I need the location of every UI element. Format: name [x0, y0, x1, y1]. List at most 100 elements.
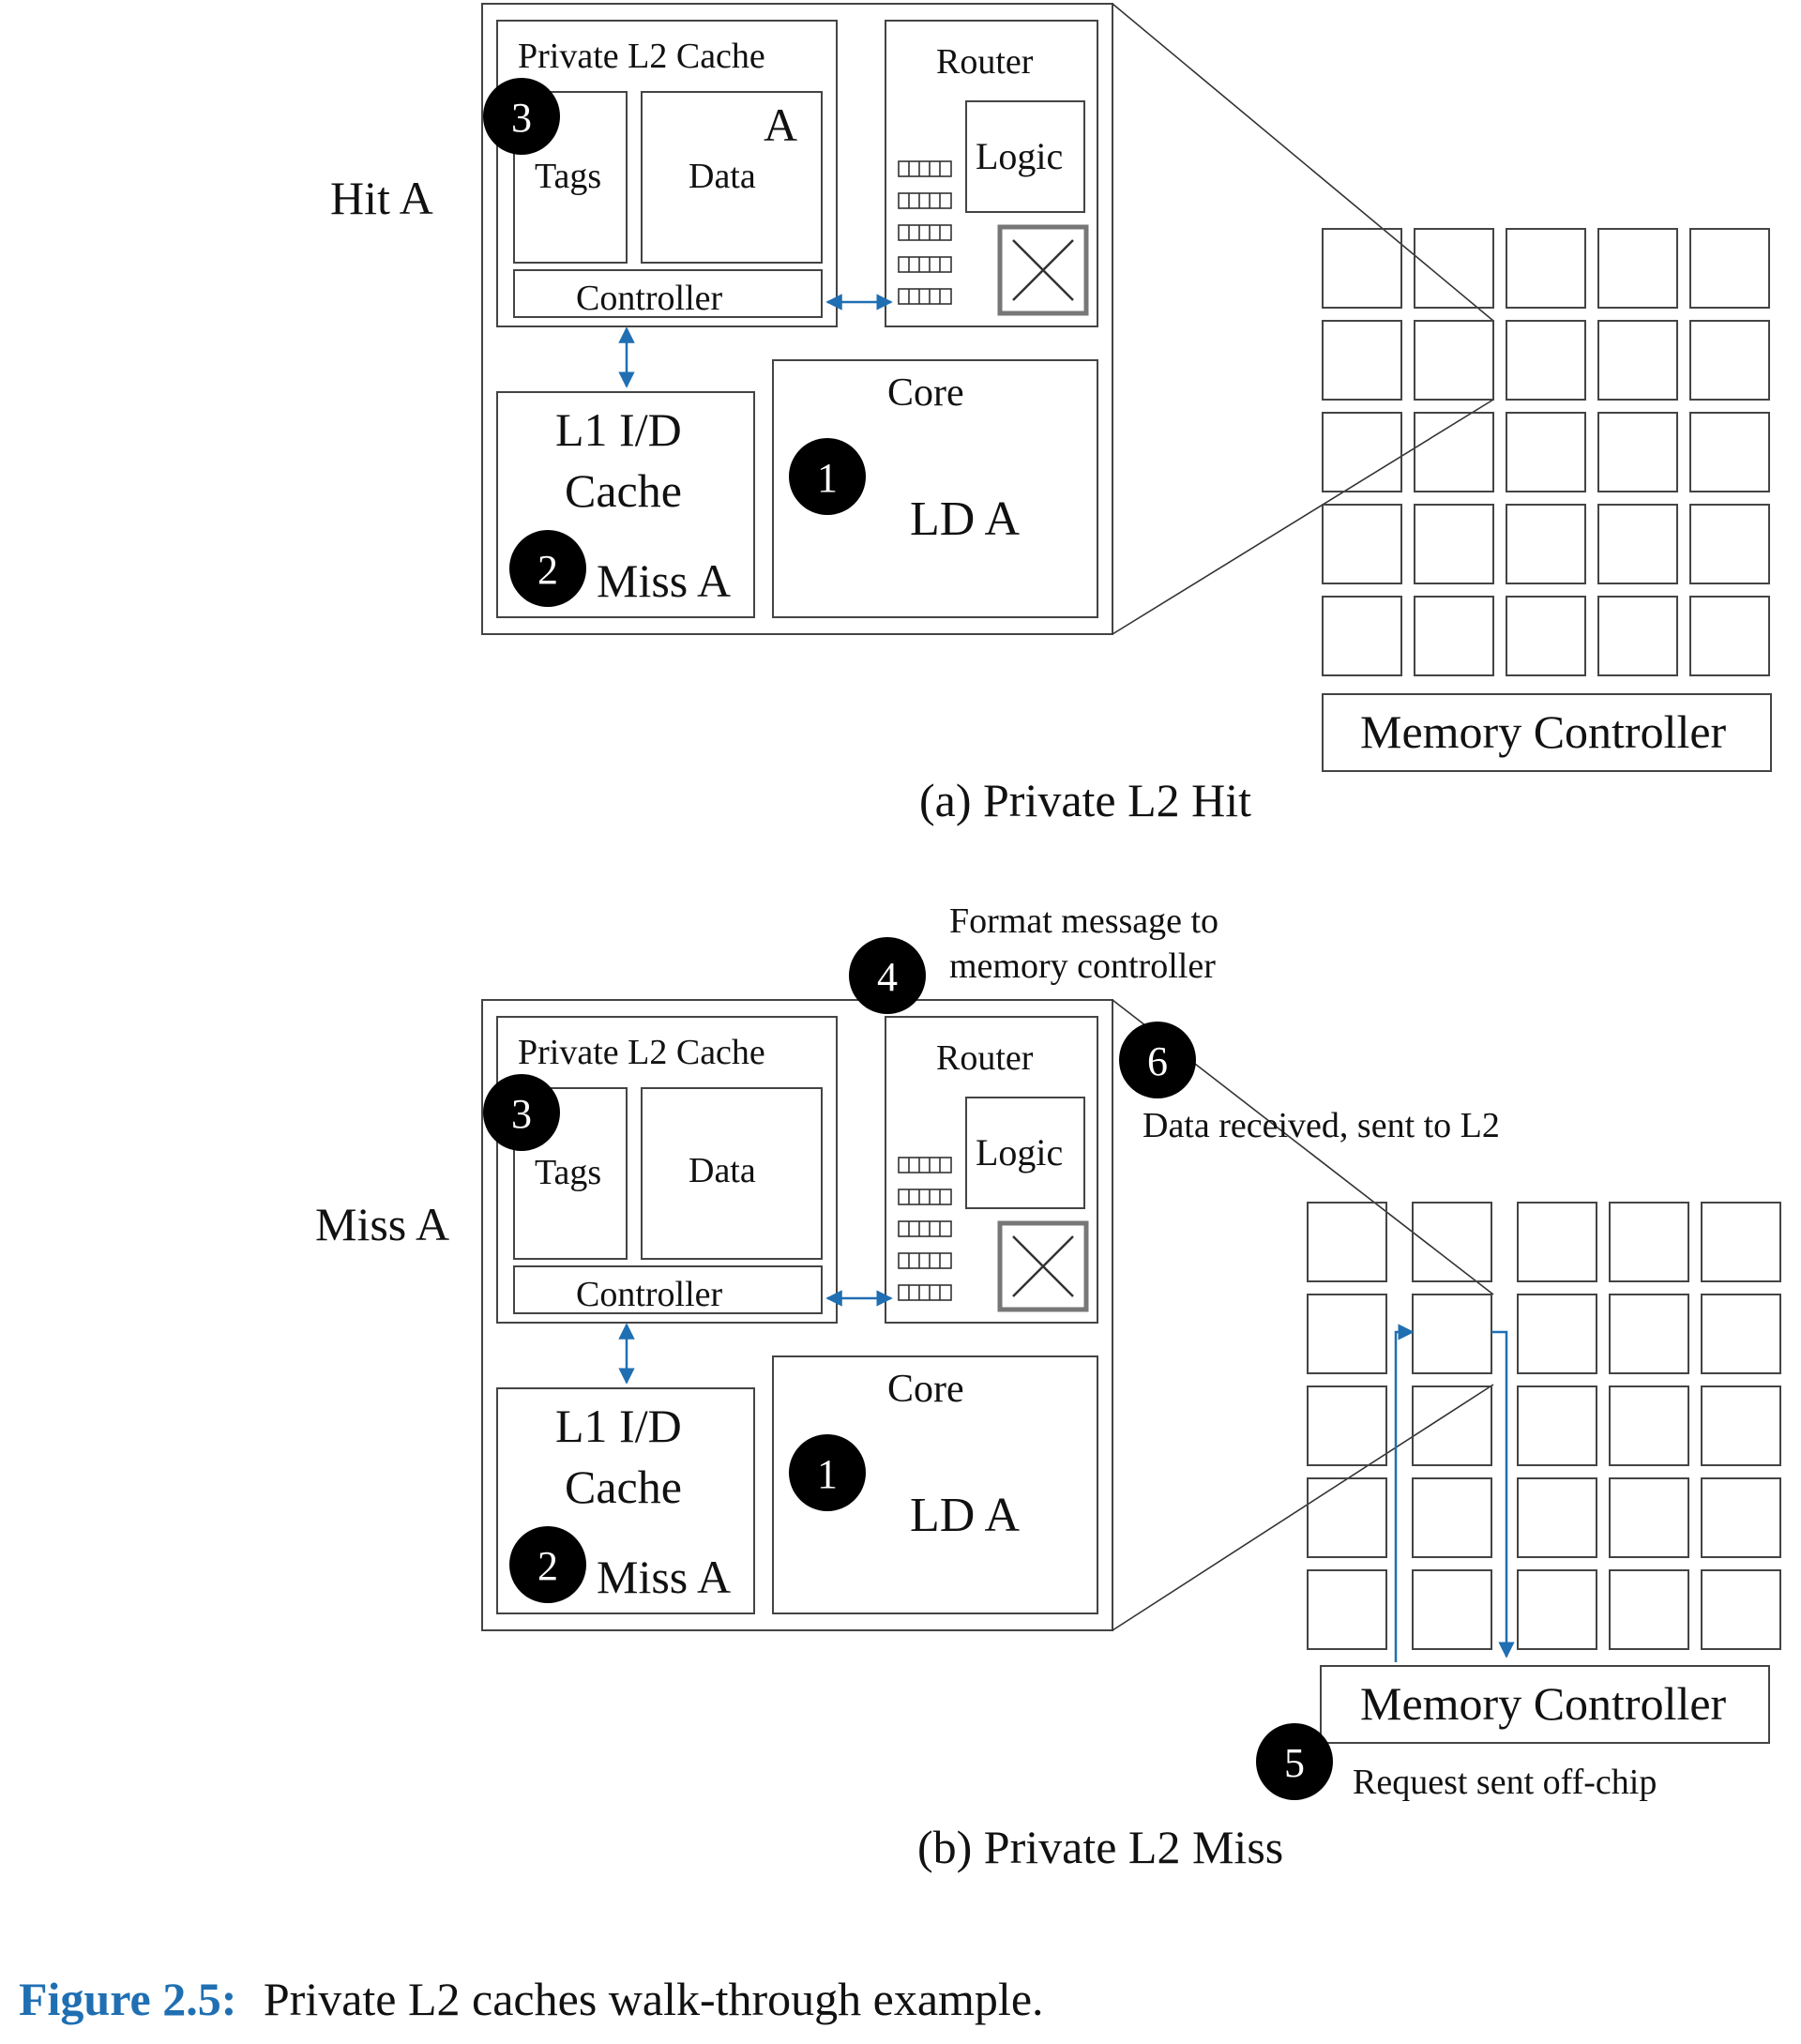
- tags-box: [513, 1087, 628, 1260]
- mesh-tile: [1701, 1477, 1781, 1558]
- core-label: Core: [887, 371, 964, 415]
- mesh-tile: [1307, 1477, 1387, 1558]
- mesh-tile: [1597, 504, 1678, 584]
- tags-label: Tags: [535, 157, 601, 196]
- svg-text:1: 1: [817, 455, 838, 501]
- mesh-grid: [1307, 1202, 1781, 1650]
- mesh-grid: [1322, 228, 1770, 676]
- mesh-tile: [1412, 1202, 1492, 1282]
- mesh-tile: [1307, 1294, 1387, 1374]
- data-entry-a: A: [764, 98, 797, 151]
- logic-box: [965, 1097, 1085, 1209]
- l1-cache-box: [496, 391, 755, 618]
- response-path-arrow: [1394, 1324, 1415, 1662]
- input-buffer-icon: [898, 160, 952, 305]
- memory-controller-label: Memory Controller: [1360, 1677, 1727, 1730]
- memory-controller-box: [1322, 693, 1772, 772]
- mesh-tile: [1307, 1569, 1387, 1650]
- crossbar-switch-icon: [997, 224, 1089, 316]
- step-badge-3: 3: [483, 1074, 560, 1151]
- mesh-tile: [1506, 228, 1586, 309]
- core-box: [772, 359, 1098, 618]
- l1-label-line1: L1 I/D: [555, 403, 682, 456]
- svg-text:3: 3: [511, 95, 532, 141]
- mesh-tile: [1414, 596, 1494, 676]
- mesh-tile: [1597, 412, 1678, 492]
- mesh-tile: [1322, 504, 1402, 584]
- mesh-tile: [1609, 1385, 1689, 1466]
- tile-outline: [481, 3, 1113, 635]
- memory-controller-label: Memory Controller: [1360, 705, 1727, 758]
- panel-a: Hit A Private L2 Cache Tags Data A Contr…: [330, 3, 1772, 826]
- core-label: Core: [887, 1368, 964, 1411]
- mesh-tile: [1609, 1202, 1689, 1282]
- step-badge-2: 2: [509, 530, 586, 607]
- mesh-tile: [1414, 228, 1494, 309]
- caption-b: (b) Private L2 Miss: [917, 1821, 1283, 1873]
- logic-label: Logic: [976, 135, 1063, 177]
- mesh-tile: [1322, 228, 1402, 309]
- data-box: [641, 1087, 823, 1260]
- figure-label: Figure 2.5:: [19, 1973, 236, 2025]
- svg-text:6: 6: [1147, 1038, 1168, 1084]
- step-badge-1: 1: [789, 1434, 866, 1511]
- data-label: Data: [689, 157, 756, 196]
- mesh-tile: [1517, 1385, 1597, 1466]
- mesh-tile: [1701, 1385, 1781, 1466]
- mesh-tile: [1689, 320, 1770, 401]
- l1-label-line1: L1 I/D: [555, 1400, 682, 1452]
- hit-a-label: Hit A: [330, 172, 433, 224]
- mesh-tile: [1414, 412, 1494, 492]
- l1-label-line2: Cache: [565, 1461, 682, 1513]
- controller-label: Controller: [576, 1275, 723, 1314]
- step-badge-2: 2: [509, 1526, 586, 1603]
- mesh-tile: [1412, 1569, 1492, 1650]
- controller-box: [513, 1265, 823, 1314]
- mesh-tile: [1506, 320, 1586, 401]
- panel-b: Miss A Private L2 Cache Tags Data Contro…: [315, 901, 1781, 1873]
- mesh-tile: [1701, 1202, 1781, 1282]
- mesh-tile: [1597, 320, 1678, 401]
- mesh-tile: [1597, 596, 1678, 676]
- router-box: [885, 20, 1098, 327]
- l1-status: Miss A: [597, 554, 731, 607]
- l2-cache-title: Private L2 Cache: [518, 37, 765, 76]
- data-box: [641, 91, 823, 264]
- l1-status: Miss A: [597, 1551, 731, 1603]
- mesh-tile: [1517, 1202, 1597, 1282]
- mesh-tile: [1609, 1569, 1689, 1650]
- controller-label: Controller: [576, 279, 723, 318]
- logic-box: [965, 100, 1085, 213]
- mesh-tile: [1412, 1477, 1492, 1558]
- crossbar-switch-icon: [997, 1220, 1089, 1312]
- step6-text: Data received, sent to L2: [1143, 1106, 1500, 1145]
- step-badge-5: 5: [1256, 1723, 1333, 1800]
- step-badge-6: 6: [1119, 1022, 1196, 1098]
- mesh-tile: [1609, 1294, 1689, 1374]
- svg-text:1: 1: [817, 1451, 838, 1497]
- mesh-tile: [1322, 320, 1402, 401]
- mesh-tile: [1597, 228, 1678, 309]
- memory-controller-box: [1320, 1665, 1770, 1744]
- data-label: Data: [689, 1151, 756, 1190]
- core-instruction: LD A: [910, 492, 1020, 546]
- l2-cache-title: Private L2 Cache: [518, 1033, 765, 1072]
- request-path-arrow: [1491, 1330, 1515, 1658]
- mesh-tile: [1689, 596, 1770, 676]
- svg-text:2: 2: [537, 1543, 558, 1589]
- l1-cache-box: [496, 1387, 755, 1614]
- tags-label: Tags: [535, 1153, 601, 1192]
- zoom-line-bottom: [1112, 399, 1494, 635]
- l2-cache-box: [496, 20, 838, 327]
- logic-label: Logic: [976, 1131, 1063, 1173]
- mesh-tile: [1506, 596, 1586, 676]
- mesh-tile: [1689, 504, 1770, 584]
- mesh-tile: [1689, 228, 1770, 309]
- step4-text-line2: memory controller: [949, 946, 1216, 986]
- mesh-tile: [1701, 1294, 1781, 1374]
- step-badge-3: 3: [483, 78, 560, 155]
- l1-label-line2: Cache: [565, 464, 682, 517]
- mesh-tile: [1322, 596, 1402, 676]
- mesh-tile: [1414, 320, 1494, 401]
- svg-text:4: 4: [877, 954, 898, 1000]
